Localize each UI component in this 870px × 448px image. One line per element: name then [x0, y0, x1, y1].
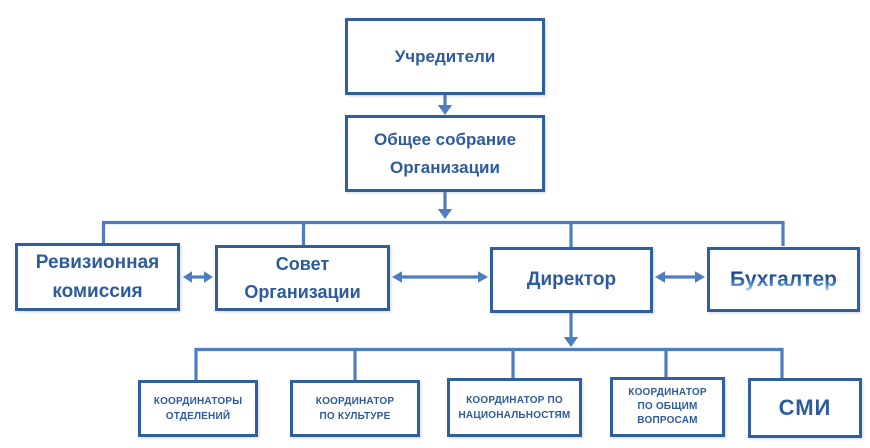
- edge-assembly-row3-branch: [101, 192, 785, 247]
- node-label: СМИ: [778, 395, 832, 420]
- arrowhead-right-icon: [695, 271, 705, 283]
- node-council: Совет Организации: [215, 245, 390, 311]
- edge-director-row4-branch: [194, 313, 784, 380]
- node-label: Общее собрание Организации: [373, 129, 517, 177]
- node-label: КООРДИНАТОР ПО НАЦИОНАЛЬНОСТЯМ: [458, 394, 571, 421]
- arrowhead-left-icon: [655, 271, 665, 283]
- node-label: КООРДИНАТОРЫ ОТДЕЛЕНИЙ: [153, 395, 243, 422]
- node-audit-commission: Ревизионная комиссия: [15, 243, 180, 311]
- node-label: Совет Организации: [244, 254, 361, 302]
- node-label: Учредители: [394, 46, 496, 66]
- node-media: СМИ: [748, 378, 862, 438]
- arrowhead-left-icon: [183, 271, 192, 283]
- node-director: Директор: [490, 247, 653, 313]
- node-label: Директор: [526, 269, 617, 290]
- node-founders: Учредители: [345, 18, 545, 95]
- node-general-affairs-coordinator: КООРДИНАТОР ПО ОБЩИМ ВОПРОСАМ: [610, 377, 725, 437]
- node-culture-coordinator: КООРДИНАТОР ПО КУЛЬТУРЕ: [290, 380, 420, 437]
- node-accountant: Бухгалтер: [707, 247, 860, 312]
- arrowhead-left-icon: [392, 271, 402, 283]
- arrowhead-down-icon: [437, 105, 453, 115]
- arrowhead-right-icon: [204, 271, 213, 283]
- node-dept-coordinators: КООРДИНАТОРЫ ОТДЕЛЕНИЙ: [138, 380, 258, 437]
- node-general-assembly: Общее собрание Организации: [345, 115, 545, 192]
- node-label: КООРДИНАТОР ПО ОБЩИМ ВОПРОСАМ: [628, 387, 707, 426]
- arrowhead-right-icon: [478, 271, 488, 283]
- node-label: КООРДИНАТОР ПО КУЛЬТУРЕ: [315, 395, 395, 422]
- node-label: Бухгалтер: [730, 267, 837, 291]
- node-nationalities-coordinator: КООРДИНАТОР ПО НАЦИОНАЛЬНОСТЯМ: [447, 378, 582, 437]
- node-label: Ревизионная комиссия: [35, 252, 160, 302]
- arrowhead-down-icon: [437, 209, 453, 219]
- arrowhead-down-icon: [563, 337, 579, 347]
